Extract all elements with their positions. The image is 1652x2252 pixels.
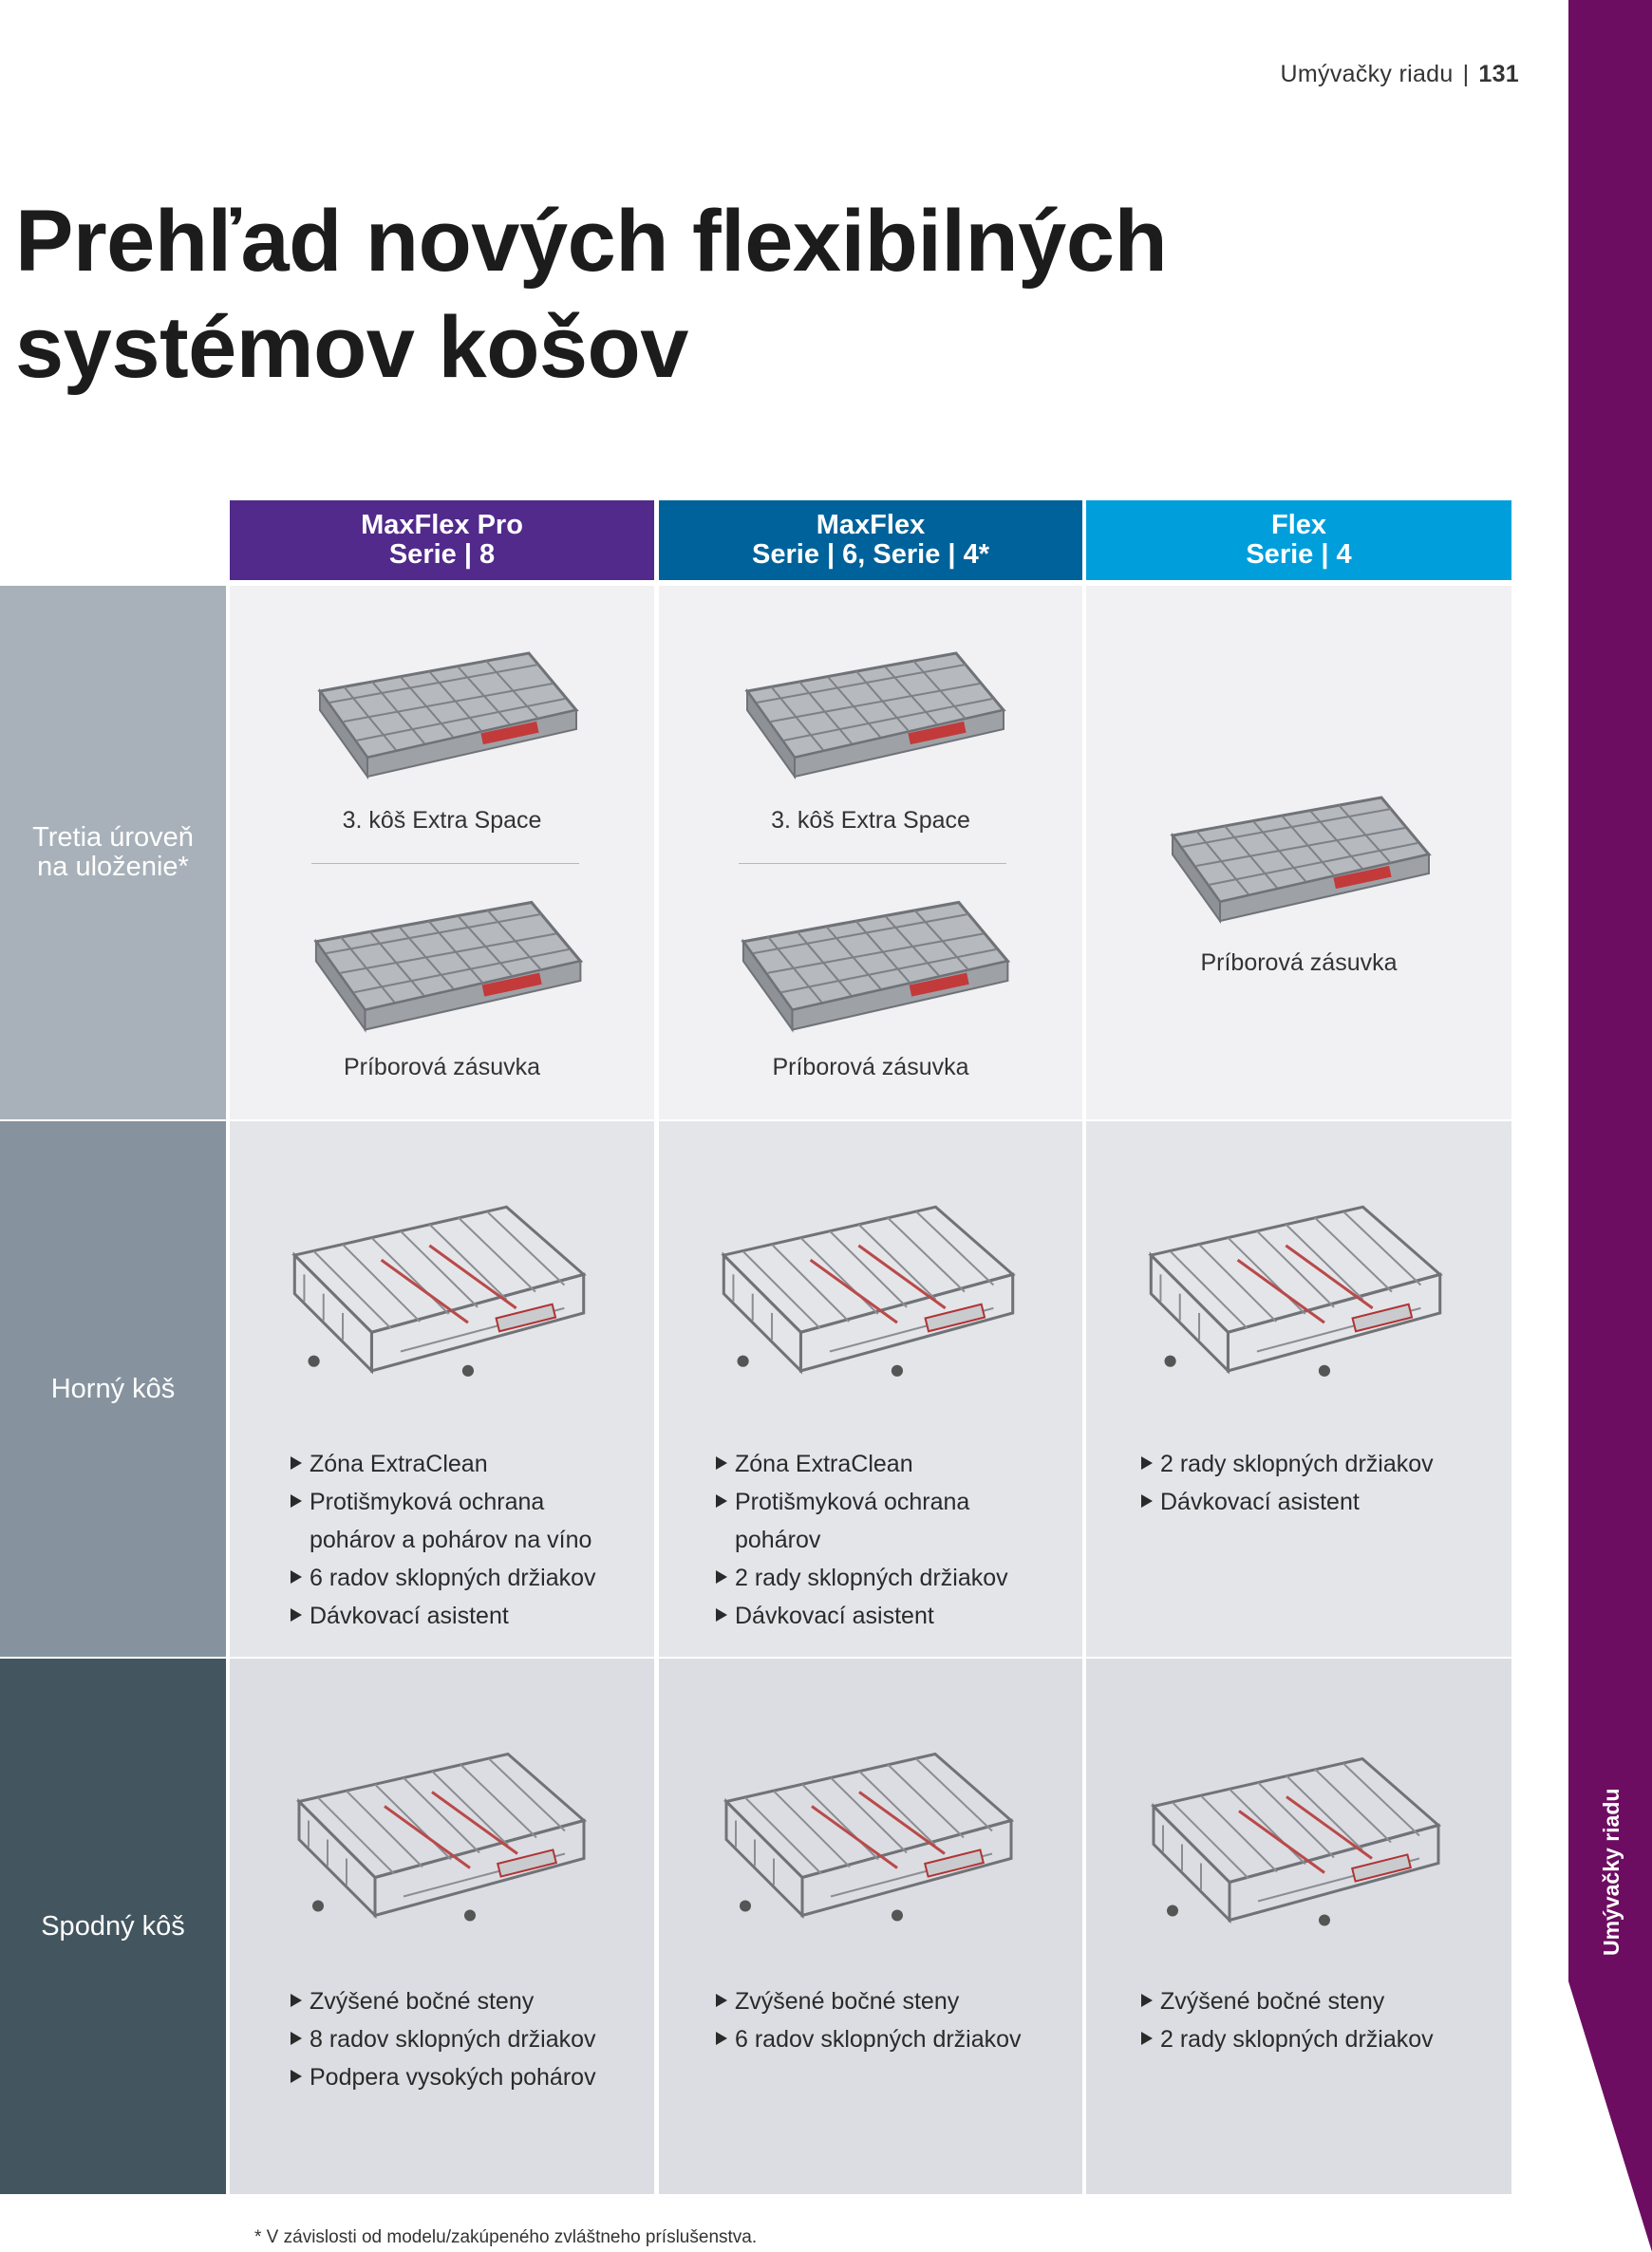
feature-item: Dávkovací asistent bbox=[1141, 1483, 1434, 1521]
extra-space-basket-image bbox=[287, 644, 600, 786]
caption-divider bbox=[311, 863, 579, 864]
row-label-line1: Tretia úroveň bbox=[32, 822, 194, 853]
feature-item: Zóna ExtraClean bbox=[716, 1445, 1008, 1483]
column-header-line2: Serie | 4 bbox=[1246, 539, 1352, 570]
footnote: * V závislosti od modelu/zakúpeného zvlá… bbox=[254, 2227, 758, 2247]
feature-item: 2 rady sklopných držiakov bbox=[1141, 1445, 1434, 1483]
row-label-text: Spodný kôš bbox=[41, 1910, 185, 1942]
feature-item: Zvýšené bočné steny bbox=[291, 1982, 596, 2020]
column-header-maxflex: MaxFlex Serie | 6, Serie | 4* bbox=[659, 500, 1082, 580]
cell-lower-col3 bbox=[1086, 1659, 1511, 2194]
upper-basket-features-col2: Zóna ExtraClean Protišmyková ochrana poh… bbox=[716, 1445, 1008, 1635]
extra-space-basket-image bbox=[714, 644, 1027, 786]
lower-basket-features-col2: Zvýšené bočné steny 6 radov sklopných dr… bbox=[716, 1982, 1022, 2058]
lower-basket-image bbox=[280, 1728, 603, 1932]
feature-item: Dávkovací asistent bbox=[291, 1597, 596, 1635]
page-number: 131 bbox=[1478, 61, 1519, 87]
row-label-lower-basket: Spodný kôš bbox=[0, 1659, 226, 2194]
column-header-line2: Serie | 6, Serie | 4* bbox=[752, 539, 989, 570]
feature-item: 8 radov sklopných držiakov bbox=[291, 2020, 596, 2058]
row-label-line2: na uloženie* bbox=[37, 852, 189, 882]
feature-item: Protišmyková ochrana bbox=[716, 1483, 1008, 1521]
feature-item: Zvýšené bočné steny bbox=[716, 1982, 1022, 2020]
row-label-text: Horný kôš bbox=[50, 1373, 176, 1404]
column-header-flex: Flex Serie | 4 bbox=[1086, 500, 1511, 580]
feature-item: 6 radov sklopných držiakov bbox=[291, 1559, 596, 1597]
lower-basket-image bbox=[1135, 1737, 1457, 1932]
lower-basket-image bbox=[707, 1728, 1030, 1932]
page-title-line1: Prehľad nových flexibilných bbox=[15, 193, 1168, 290]
feature-item: 6 radov sklopných držiakov bbox=[716, 2020, 1022, 2058]
section-name: Umývačky riadu bbox=[1280, 61, 1454, 87]
caption-extra-space: 3. kôš Extra Space bbox=[771, 807, 970, 834]
feature-item: Dávkovací asistent bbox=[716, 1597, 1008, 1635]
side-tab-label: Umývačky riadu bbox=[1599, 1788, 1624, 1956]
upper-basket-features-col3: 2 rady sklopných držiakov Dávkovací asis… bbox=[1141, 1445, 1434, 1521]
upper-basket-image bbox=[275, 1187, 603, 1381]
lower-basket-features-col3: Zvýšené bočné steny 2 rady sklopných drž… bbox=[1141, 1982, 1434, 2058]
cutlery-drawer-image bbox=[1139, 788, 1453, 930]
feature-item: Zvýšené bočné steny bbox=[1141, 1982, 1434, 2020]
cell-upper-col3 bbox=[1086, 1121, 1511, 1657]
page-title-line2: systémov košov bbox=[15, 299, 688, 396]
caption-cutlery-drawer: Príborová zásuvka bbox=[772, 1054, 969, 1080]
page-title: Prehľad nových flexibilných systémov koš… bbox=[15, 188, 1168, 401]
feature-item: 2 rady sklopných držiakov bbox=[716, 1559, 1008, 1597]
column-header-maxflex-pro: MaxFlex Pro Serie | 8 bbox=[230, 500, 654, 580]
feature-item: Protišmyková ochrana bbox=[291, 1483, 596, 1521]
cell-upper-col1 bbox=[230, 1121, 654, 1657]
header-separator: | bbox=[1462, 61, 1470, 87]
side-tab bbox=[1568, 0, 1652, 2252]
feature-item: Zóna ExtraClean bbox=[291, 1445, 596, 1483]
column-header-line2: Serie | 8 bbox=[388, 539, 496, 570]
feature-item: Podpera vysokých pohárov bbox=[291, 2058, 596, 2096]
column-header-line1: MaxFlex bbox=[816, 510, 926, 540]
column-header-line1: MaxFlex Pro bbox=[361, 510, 523, 540]
cell-upper-col2 bbox=[659, 1121, 1082, 1657]
lower-basket-features-col1: Zvýšené bočné steny 8 radov sklopných dr… bbox=[291, 1982, 596, 2096]
caption-cutlery-drawer: Príborová zásuvka bbox=[1200, 949, 1398, 976]
upper-basket-features-col1: Zóna ExtraClean Protišmyková ochrana poh… bbox=[291, 1445, 596, 1635]
page-header: Umývačky riadu | 131 bbox=[1281, 61, 1519, 88]
cell-lower-col2 bbox=[659, 1659, 1082, 2194]
row-label-upper-basket: Horný kôš bbox=[0, 1121, 226, 1657]
upper-basket-image bbox=[704, 1187, 1032, 1381]
caption-cutlery-drawer: Príborová zásuvka bbox=[343, 1054, 541, 1080]
column-header-line1: Flex bbox=[1270, 510, 1327, 540]
caption-extra-space: 3. kôš Extra Space bbox=[342, 807, 542, 834]
row-label-third-level: Tretia úroveň na uloženie* bbox=[0, 586, 226, 1119]
upper-basket-image bbox=[1132, 1187, 1459, 1381]
cutlery-drawer-image bbox=[287, 892, 600, 1040]
cutlery-drawer-image bbox=[714, 892, 1027, 1040]
caption-divider bbox=[739, 863, 1006, 864]
feature-item-continued: pohárov a pohárov na víno bbox=[310, 1527, 592, 1553]
feature-item: 2 rady sklopných držiakov bbox=[1141, 2020, 1434, 2058]
feature-item-continued: pohárov bbox=[735, 1527, 821, 1553]
cell-lower-col1 bbox=[230, 1659, 654, 2194]
